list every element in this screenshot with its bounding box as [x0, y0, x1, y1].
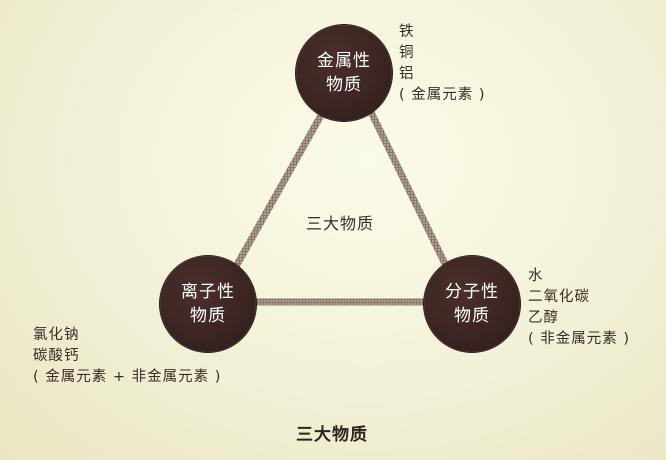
node-molecular-line1: 分子性	[445, 282, 499, 302]
annotation-ionic-examples: 氯化钠 碳酸钙 ( 金属元素 + 非金属元素 )	[33, 325, 221, 388]
node-metallic-substance: 金属性 物质	[296, 25, 392, 121]
edge-top-left	[230, 108, 328, 272]
node-ionic-line2: 物质	[190, 306, 226, 326]
center-label: 三大物质	[306, 214, 375, 233]
annotation-line: 碳酸钙	[33, 348, 80, 364]
annotation-line: 乙醇	[528, 310, 559, 326]
annotation-line: 铝	[399, 66, 415, 82]
annotation-line: 二氧化碳	[528, 289, 590, 305]
annotation-molecular-examples: 水 二氧化碳 乙醇 ( 非金属元素 )	[528, 266, 630, 350]
annotation-line: 水	[528, 268, 544, 284]
figure-caption: 三大物质	[296, 425, 368, 445]
node-ionic-substance: 离子性 物质	[160, 256, 256, 352]
node-metallic-line1: 金属性	[317, 51, 371, 71]
annotation-line: 铁	[399, 24, 415, 40]
annotation-metallic-examples: 铁 铜 铝 ( 金属元素 )	[399, 22, 486, 106]
edge-top-right	[366, 108, 452, 272]
node-ionic-line1: 离子性	[181, 282, 235, 302]
annotation-line: 铜	[399, 45, 415, 61]
node-molecular-line2: 物质	[454, 306, 490, 326]
annotation-line: ( 非金属元素 )	[528, 331, 631, 347]
annotation-line: ( 金属元素 )	[399, 87, 486, 103]
node-molecular-substance: 分子性 物质	[424, 256, 520, 352]
annotation-line: 氯化钠	[33, 327, 80, 343]
annotation-line: ( 金属元素 + 非金属元素 )	[33, 369, 222, 385]
node-metallic-line2: 物质	[326, 75, 362, 95]
